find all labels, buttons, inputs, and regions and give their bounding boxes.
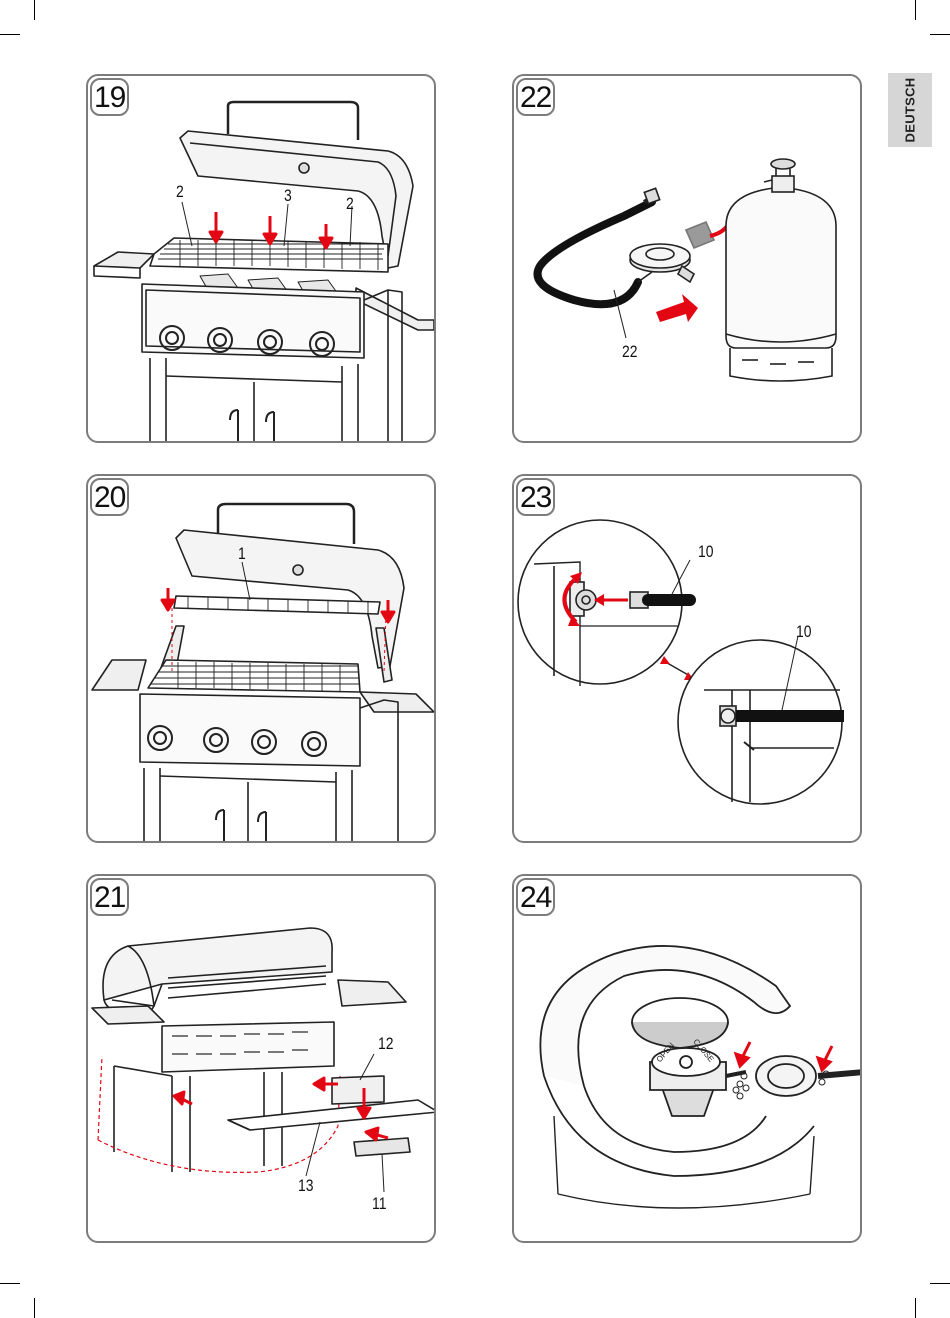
figure-panel-20: 20 1 xyxy=(86,474,436,843)
crop-mark xyxy=(34,0,35,20)
gas-bottle-regulator-illustration xyxy=(514,76,862,443)
language-tab: DEUTSCH xyxy=(888,73,932,147)
crop-mark xyxy=(930,1283,950,1284)
figure-number: 23 xyxy=(516,478,555,516)
crop-mark xyxy=(0,1283,20,1284)
callout-label: 13 xyxy=(298,1176,314,1196)
callout-label: 12 xyxy=(378,1034,394,1054)
grill-grates-illustration xyxy=(88,76,436,443)
callout-label: 11 xyxy=(372,1194,386,1214)
crop-mark xyxy=(915,0,916,20)
drip-tray-illustration xyxy=(88,876,436,1243)
figure-number: 22 xyxy=(516,78,555,116)
callout-label: 1 xyxy=(238,544,246,564)
hose-connection-detail-illustration xyxy=(514,476,862,843)
crop-mark xyxy=(34,1298,35,1318)
crop-mark xyxy=(915,1298,916,1318)
figure-number: 24 xyxy=(516,878,555,916)
crop-mark xyxy=(0,34,20,35)
figure-panel-24: 24 OPEN CLOSE xyxy=(512,874,862,1243)
language-tab-label: DEUTSCH xyxy=(903,78,918,143)
figure-number: 20 xyxy=(90,478,129,516)
figure-number: 21 xyxy=(90,878,129,916)
crop-mark xyxy=(930,34,950,35)
valve-leak-check-illustration xyxy=(514,876,862,1243)
callout-label: 10 xyxy=(698,542,714,562)
callout-label: 2 xyxy=(346,194,354,214)
callout-label: 10 xyxy=(796,622,812,642)
figure-panel-19: 19 2 3 2 xyxy=(86,74,436,443)
figure-panel-23: 23 10 10 xyxy=(512,474,862,843)
warming-rack-illustration xyxy=(88,476,436,843)
figure-panel-22: 22 22 xyxy=(512,74,862,443)
figure-number: 19 xyxy=(90,78,129,116)
callout-label: 22 xyxy=(622,342,638,362)
callout-label: 3 xyxy=(284,186,292,206)
callout-label: 2 xyxy=(176,182,184,202)
figure-panel-21: 21 12 13 11 xyxy=(86,874,436,1243)
